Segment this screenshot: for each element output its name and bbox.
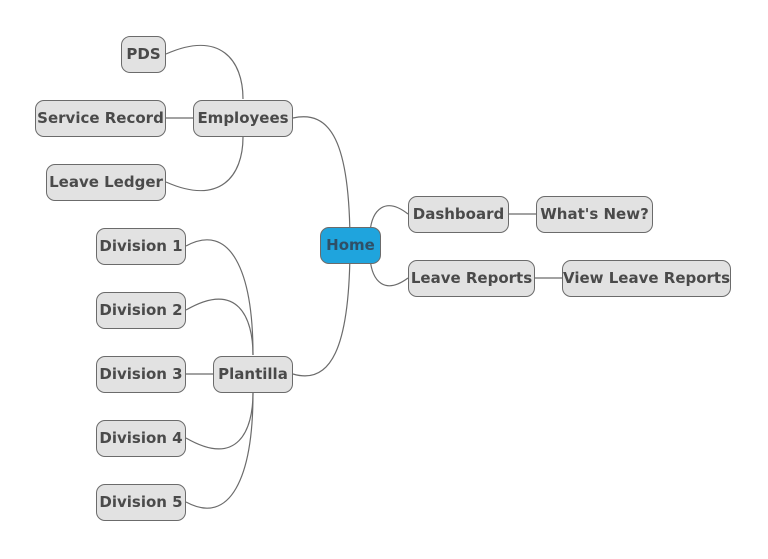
edge-plantilla-division-5 [185,392,254,509]
node-leave-ledger[interactable]: Leave Ledger [46,164,166,201]
edge-home-employees [292,116,351,246]
node-division-3[interactable]: Division 3 [96,356,186,393]
node-service-record[interactable]: Service Record [35,100,166,137]
edge-employees-leave-ledger [165,136,244,192]
node-view-leave-reports[interactable]: View Leave Reports [562,260,731,297]
edge-plantilla-division-2 [185,298,254,356]
node-whats-new[interactable]: What's New? [536,196,653,233]
edge-plantilla-division-4 [185,392,254,450]
node-home[interactable]: Home [320,227,381,264]
edge-plantilla-division-1 [185,239,254,356]
node-division-1[interactable]: Division 1 [96,228,186,265]
node-division-4[interactable]: Division 4 [96,420,186,457]
node-division-2[interactable]: Division 2 [96,292,186,329]
edge-home-dashboard [369,205,409,233]
edge-employees-pds [165,44,244,100]
node-dashboard[interactable]: Dashboard [408,196,509,233]
node-division-5[interactable]: Division 5 [96,484,186,521]
edge-home-leave-reports [369,257,409,287]
node-leave-reports[interactable]: Leave Reports [408,260,535,297]
node-pds[interactable]: PDS [121,36,166,73]
node-plantilla[interactable]: Plantilla [213,356,293,393]
node-employees[interactable]: Employees [193,100,293,137]
edge-home-plantilla [292,244,351,377]
